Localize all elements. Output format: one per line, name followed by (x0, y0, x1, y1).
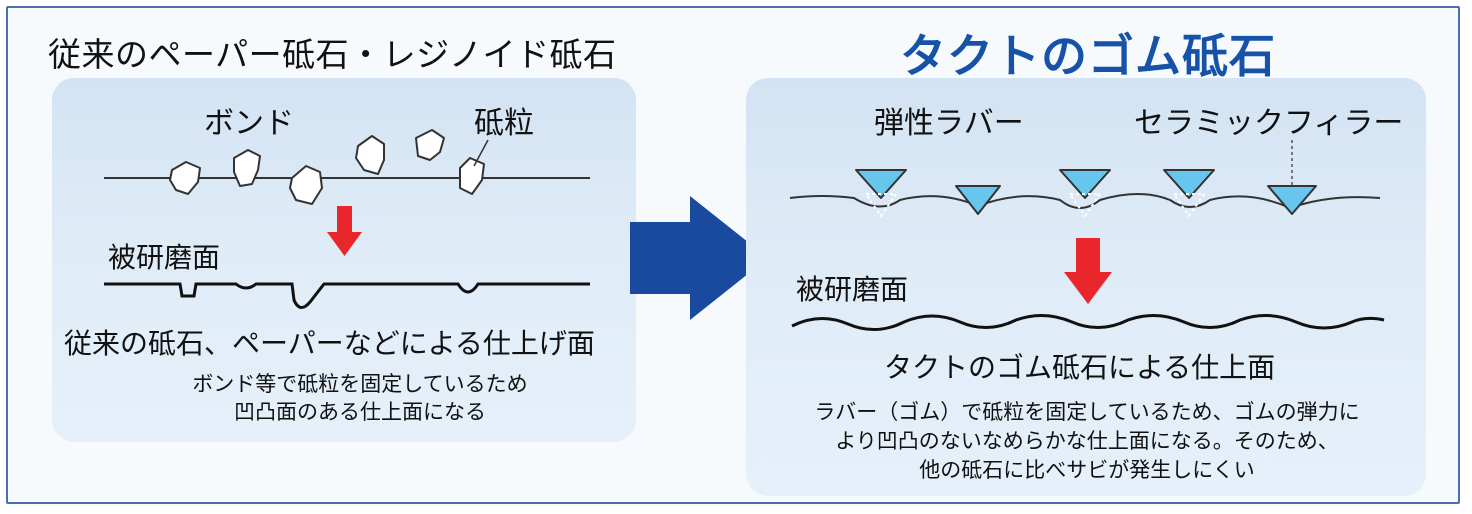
ceramic-filler-particle (1267, 185, 1317, 215)
grain-particle (415, 129, 445, 161)
blue-right-arrow (630, 196, 768, 320)
grain-particle (289, 165, 323, 205)
left-note-line1: ボンド等で砥粒を固定しているため (192, 372, 528, 396)
filler-dashed-outline (1069, 193, 1101, 217)
ceramic-filler-particle (1059, 169, 1111, 199)
right-caption: タクトのゴム砥石による仕上面 (884, 351, 1276, 384)
grain-leader-line (473, 139, 489, 167)
ceramic-filler-particle (855, 169, 907, 199)
rough-surface-line (104, 282, 590, 309)
right-note-line1: ラバー（ゴム）で砥粒を固定しているため、ゴムの弾力に (814, 400, 1360, 424)
filler-dashed-outline (1173, 193, 1205, 217)
rubber-label: 弾性ラバー (874, 106, 1024, 141)
red-down-arrow-right (1064, 238, 1112, 304)
grain-label: 砥粒 (474, 106, 534, 141)
filler-dashed-outline (865, 193, 897, 217)
right-title: タクトのゴム砥石 (900, 29, 1276, 83)
filler-label: セラミックフィラー (1134, 106, 1404, 141)
left-note-line2: 凹凸面のある仕上面になる (234, 400, 486, 424)
red-down-arrow-left (327, 206, 362, 256)
ceramic-filler-particle (1163, 169, 1215, 199)
grain-particle (355, 135, 385, 175)
smooth-surface-wave (791, 314, 1385, 331)
grain-particle (459, 157, 485, 195)
conventional-panel (52, 78, 636, 442)
ceramic-filler-particle (955, 185, 1001, 215)
bond-label: ボンド (204, 106, 294, 141)
left-caption: 従来の砥石、ペーパーなどによる仕上げ面 (64, 327, 595, 360)
grain-particle (169, 161, 201, 195)
left-title: 従来のペーパー砥石・レジノイド砥石 (48, 35, 617, 74)
right-note-line2: より凹凸のないなめらかな仕上面になる。そのため、 (835, 429, 1339, 453)
left-surface-label: 被研磨面 (108, 241, 221, 274)
right-note-line3: 他の砥石に比べサビが発生しにくい (919, 458, 1255, 482)
right-surface-label: 被研磨面 (796, 273, 909, 306)
grain-particle (233, 149, 261, 187)
